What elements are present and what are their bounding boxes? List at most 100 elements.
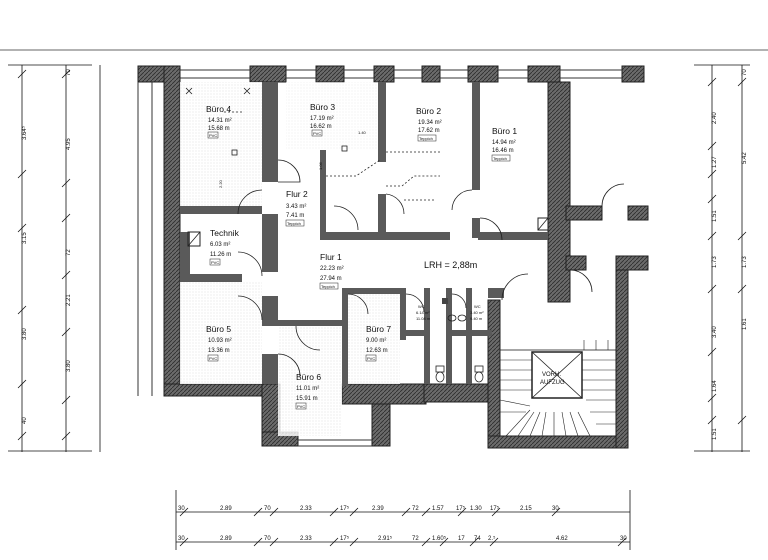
room-technik-perimeter: 11.26 m bbox=[210, 252, 231, 258]
dim-bottom-r2-10: 2.⁵ bbox=[488, 535, 496, 542]
dim-bottom-r1-0: 30 bbox=[178, 506, 185, 512]
room-buero1-perimeter: 16.46 m bbox=[492, 148, 514, 154]
room-technik-name: Technik bbox=[210, 228, 240, 238]
dim-left-4: 4.95 bbox=[66, 138, 72, 150]
room-buero4-name: Büro 4 bbox=[206, 104, 231, 114]
dim-left-1: 3.64⁵ bbox=[21, 125, 28, 140]
dim-bottom-r1-7: 1.57 bbox=[432, 506, 444, 512]
room-buero6-perimeter: 15.91 m bbox=[296, 396, 318, 402]
dim-left-8: 40 bbox=[22, 417, 28, 424]
small-dim-220: 2.20 bbox=[218, 179, 223, 188]
dim-bottom-r2-8: 17 bbox=[458, 536, 465, 542]
room-buero5-perimeter: 13.36 m bbox=[208, 348, 230, 354]
room-buero3-tag: PVC bbox=[313, 131, 321, 136]
room-buero4-perimeter: 15.68 m bbox=[208, 126, 230, 132]
dim-right-10: 1.61 bbox=[742, 318, 748, 330]
staircase bbox=[499, 340, 617, 437]
dim-right-11: 70 bbox=[742, 69, 748, 76]
room-labels: Büro 4 14.31 m² 15.68 m PVC Büro 3 17.19… bbox=[206, 102, 565, 410]
room-buero2-tag: Teppich bbox=[419, 136, 433, 141]
dim-bottom-r2-11: 4.62 bbox=[556, 536, 568, 542]
room-buero1-name: Büro 1 bbox=[492, 126, 517, 136]
bottom-dimension-chains: 30 2.89 70 2.33 17⁵ 2.39 72 1.57 17⁵ 1.3… bbox=[175, 490, 631, 550]
doors bbox=[237, 159, 625, 377]
dim-left-9: 70 bbox=[66, 69, 72, 76]
small-dim-140: 1.40 bbox=[358, 130, 367, 135]
room-flur2-area: 3.43 m² bbox=[286, 204, 306, 210]
room-buero3-perimeter: 16.62 m bbox=[310, 124, 332, 130]
dim-bottom-r2-5: 2.91⁵ bbox=[378, 535, 393, 542]
dim-right-5: 3.40 bbox=[712, 326, 718, 338]
room-buero3-name: Büro 3 bbox=[310, 102, 335, 112]
left-dimension-chains: 3.64⁵ 3.15 3.80 4.95 72 2.21 3.80 40 70 bbox=[8, 64, 101, 452]
dim-left-5: 72 bbox=[66, 249, 72, 256]
ceiling-height-note: LRH = 2,88m bbox=[424, 260, 477, 270]
dim-right-9: 1.73 bbox=[742, 256, 748, 268]
dim-bottom-r1-2: 70 bbox=[264, 506, 271, 512]
room-buero2-area: 19.34 m² bbox=[418, 120, 442, 126]
dim-right-3: 1.51 bbox=[712, 210, 718, 222]
room-flur1-area: 22.23 m² bbox=[320, 266, 344, 272]
room-buero4-area: 14.31 m² bbox=[208, 118, 232, 124]
dim-right-6: 1.64 bbox=[712, 380, 718, 392]
dim-left-2: 3.15 bbox=[22, 232, 28, 244]
dim-bottom-r2-9: 74 bbox=[474, 536, 481, 542]
dim-bottom-r1-1: 2.89 bbox=[220, 506, 232, 512]
room-buero2-name: Büro 2 bbox=[416, 106, 441, 116]
room-flur2-name: Flur 2 bbox=[286, 189, 308, 199]
fixtures bbox=[185, 87, 549, 383]
room-wc-right-name: WC bbox=[474, 304, 481, 309]
room-buero5-area: 10.93 m² bbox=[208, 338, 232, 344]
room-wc-right-perimeter: 9.40 m bbox=[470, 316, 483, 321]
room-buero4-tag: PVC bbox=[209, 133, 217, 138]
room-buero1-area: 14.94 m² bbox=[492, 140, 516, 146]
room-flur2-perimeter: 7.41 m bbox=[286, 213, 304, 219]
room-flur1-tag: Teppich bbox=[321, 284, 335, 289]
room-wc-left-name: WC bbox=[418, 304, 425, 309]
room-flur2-tag: Teppich bbox=[287, 221, 301, 226]
lift-label-2: AUFZUG bbox=[540, 380, 565, 386]
dim-bottom-r1-5: 2.39 bbox=[372, 506, 384, 512]
dim-right-4: 1.73 bbox=[712, 256, 718, 268]
room-wc-left-perimeter: 11.08 m bbox=[416, 316, 431, 321]
dim-bottom-r2-3: 2.33 bbox=[300, 536, 312, 542]
small-dim-106: 1.06 bbox=[318, 161, 323, 170]
room-buero1-tag: Teppich bbox=[493, 156, 507, 161]
dim-bottom-r1-3: 2.33 bbox=[300, 506, 312, 512]
dim-bottom-r2-2: 70 bbox=[264, 536, 271, 542]
room-technik-area: 6.03 m² bbox=[210, 242, 230, 248]
dim-bottom-r1-10: 17⁵ bbox=[490, 505, 500, 512]
dim-bottom-r1-4: 17⁵ bbox=[340, 505, 350, 512]
dim-bottom-r1-6: 72 bbox=[412, 506, 419, 512]
dim-left-3: 3.80 bbox=[22, 328, 28, 340]
dim-bottom-r1-11: 2.15 bbox=[520, 506, 532, 512]
inner-walls bbox=[180, 82, 548, 436]
room-wc-left-area: 6.14 m² bbox=[416, 310, 430, 315]
dim-bottom-r2-1: 2.89 bbox=[220, 536, 232, 542]
dim-bottom-r2-12: 30 bbox=[620, 536, 627, 542]
dashed-partitions bbox=[224, 111, 440, 201]
dim-bottom-r2-6: 72 bbox=[412, 536, 419, 542]
room-buero5-tag: PVC bbox=[209, 356, 217, 361]
dim-bottom-r1-12: 30 bbox=[552, 506, 559, 512]
room-buero7-name: Büro 7 bbox=[366, 324, 391, 334]
room-buero2-perimeter: 17.62 m bbox=[418, 128, 440, 134]
room-buero7-area: 9.00 m² bbox=[366, 338, 386, 344]
room-flur1-perimeter: 27.94 m bbox=[320, 276, 342, 282]
room-buero3-area: 17.19 m² bbox=[310, 116, 334, 122]
dim-bottom-r2-0: 30 bbox=[178, 536, 185, 542]
dim-right-7: 1.51 bbox=[712, 428, 718, 440]
dim-bottom-r1-8: 17⁵ bbox=[456, 505, 466, 512]
room-wc-right-area: 3.40 m² bbox=[470, 310, 484, 315]
dim-bottom-r2-4: 17⁵ bbox=[340, 535, 350, 542]
dim-right-8: 5.42 bbox=[742, 152, 748, 164]
dim-bottom-r1-9: 1.30 bbox=[470, 506, 482, 512]
dim-left-6: 2.21 bbox=[66, 294, 72, 306]
lift-label-1: VORH. bbox=[542, 372, 561, 378]
room-buero6-tag: PVC bbox=[297, 404, 305, 409]
room-technik-tag: PVC bbox=[211, 260, 219, 265]
room-buero6-area: 11.01 m² bbox=[296, 386, 319, 392]
room-buero7-tag: PVC bbox=[367, 356, 375, 361]
